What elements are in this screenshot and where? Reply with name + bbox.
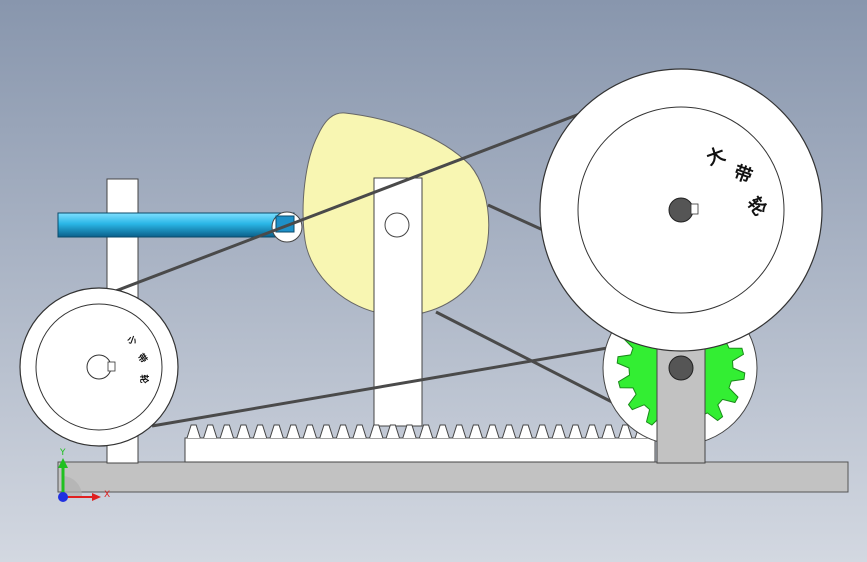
small-pulley: 小 带 轮 (19, 287, 179, 447)
small-pulley-label-char-1: 小 (125, 333, 139, 348)
coordinate-triad[interactable]: Y X (58, 448, 110, 502)
triad-y-label: Y (59, 448, 66, 458)
small-pulley-label-char-3: 轮 (138, 374, 150, 383)
blue-shaft (57, 212, 295, 238)
drive-belt (112, 108, 626, 428)
triad-origin-arc (62, 476, 82, 496)
gear-rack (184, 437, 656, 463)
large-pulley: 大 带 轮 (539, 68, 823, 352)
gear-axle (668, 355, 694, 381)
triad-x-label: X (104, 490, 110, 500)
large-pulley-axle (668, 197, 694, 223)
small-pulley-bore (86, 354, 112, 380)
rack-teeth (185, 424, 655, 439)
base-plate (57, 461, 849, 493)
triad-x-arrow (92, 493, 101, 501)
center-post-hole (384, 212, 410, 238)
triad-y-arrow (58, 458, 68, 468)
triad-z-axis (58, 492, 68, 502)
